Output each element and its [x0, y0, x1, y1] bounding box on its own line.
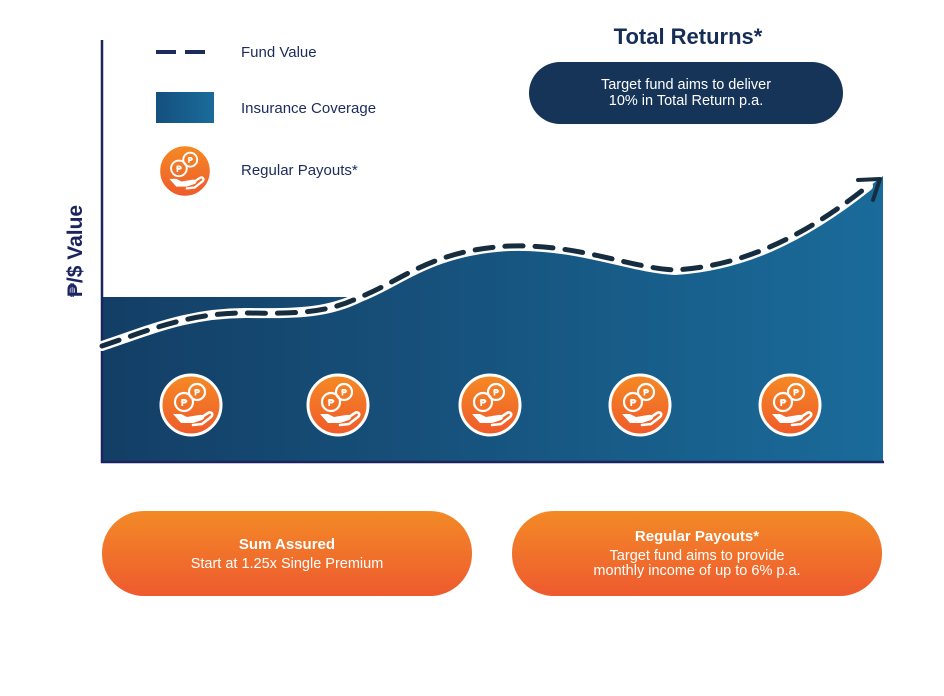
- sum-assured-title: Sum Assured: [238, 535, 336, 553]
- legend-payout-icon: [157, 143, 213, 199]
- fund-value-line-dashes: [99, 183, 871, 349]
- regular-payouts-box: Regular Payouts* Target fund aims to pro…: [512, 511, 882, 596]
- legend-insurance-coverage-label: Insurance Coverage: [241, 100, 377, 117]
- insurance-coverage-area: [102, 176, 883, 462]
- regular-payouts-line1: Target fund aims to provide: [609, 548, 785, 564]
- total-returns-note-line2: 10% in Total Return p.a.: [608, 93, 764, 109]
- total-returns-note: Target fund aims to deliver 10% in Total…: [529, 62, 843, 124]
- payout-icon-2: [306, 373, 370, 437]
- legend-regular-payouts-label: Regular Payouts*: [241, 162, 358, 179]
- sum-assured-text: Start at 1.25x Single Premium: [190, 555, 384, 572]
- legend-coverage-swatch: [156, 92, 214, 123]
- total-returns-note-line1: Target fund aims to deliver: [600, 77, 772, 93]
- sum-assured-box: Sum Assured Start at 1.25x Single Premiu…: [102, 511, 472, 596]
- payout-icon-1: [159, 373, 223, 437]
- regular-payouts-title: Regular Payouts*: [634, 528, 760, 545]
- payout-icon-4: [608, 373, 672, 437]
- total-returns-title: Total Returns*: [613, 24, 763, 49]
- payout-icon-5: [758, 373, 822, 437]
- y-axis-label: ₱/$ Value: [64, 204, 87, 298]
- legend-fund-value-label: Fund Value: [241, 44, 317, 61]
- fund-value-arrowhead: [856, 177, 882, 202]
- payout-icon-3: [458, 373, 522, 437]
- regular-payouts-line2: monthly income of up to 6% p.a.: [593, 563, 801, 579]
